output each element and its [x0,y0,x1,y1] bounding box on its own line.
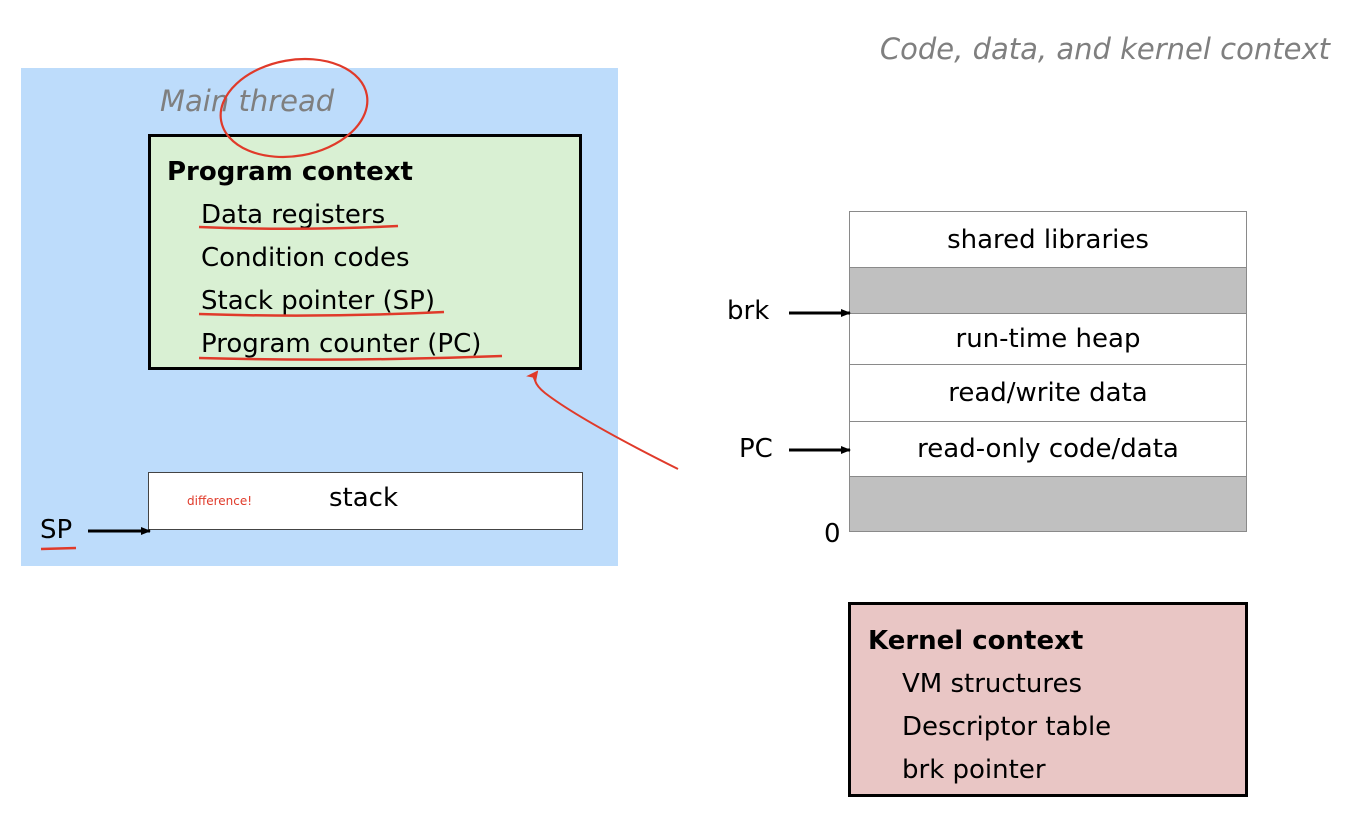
memory-segment-gap [849,268,1247,314]
sp-pointer-label: SP [40,515,73,545]
kernel-context-item: Descriptor table [902,712,1112,742]
program-context-box: Program context Data registers Condition… [148,134,582,370]
main-thread-label: Main thread [160,84,335,118]
annotation-underline [198,224,399,231]
program-context-item: Stack pointer (SP) [201,286,435,316]
brk-pointer-label: brk [727,296,770,326]
program-context-title: Program context [167,157,413,187]
slide-title: Code, data, and kernel context [879,32,1330,66]
annotation-underline [198,310,445,317]
memory-segment-ro-code: read-only code/data [849,422,1247,477]
program-context-item: Condition codes [201,243,410,273]
stack-annotation-note: difference! [187,494,253,508]
annotation-underline [40,546,77,551]
address-zero-label: 0 [824,519,841,549]
memory-segment-bottom [849,477,1247,532]
kernel-context-title: Kernel context [868,626,1084,656]
memory-segment-heap: run-time heap [849,314,1247,365]
annotation-underline [198,354,503,361]
memory-segment-rw-data: read/write data [849,365,1247,422]
pc-pointer-label: PC [739,434,773,464]
kernel-context-item: brk pointer [902,755,1046,785]
kernel-context-item: VM structures [902,669,1083,699]
program-context-item: Program counter (PC) [201,329,482,359]
program-context-item: Data registers [201,200,386,230]
kernel-context-box: Kernel context VM structures Descriptor … [848,602,1248,797]
stack-label: stack [329,483,399,513]
annotation-circle [219,57,369,159]
memory-segment-shared-libraries: shared libraries [849,211,1247,268]
stack-box: difference! stack [148,472,583,530]
annotation-arrow [526,370,679,470]
